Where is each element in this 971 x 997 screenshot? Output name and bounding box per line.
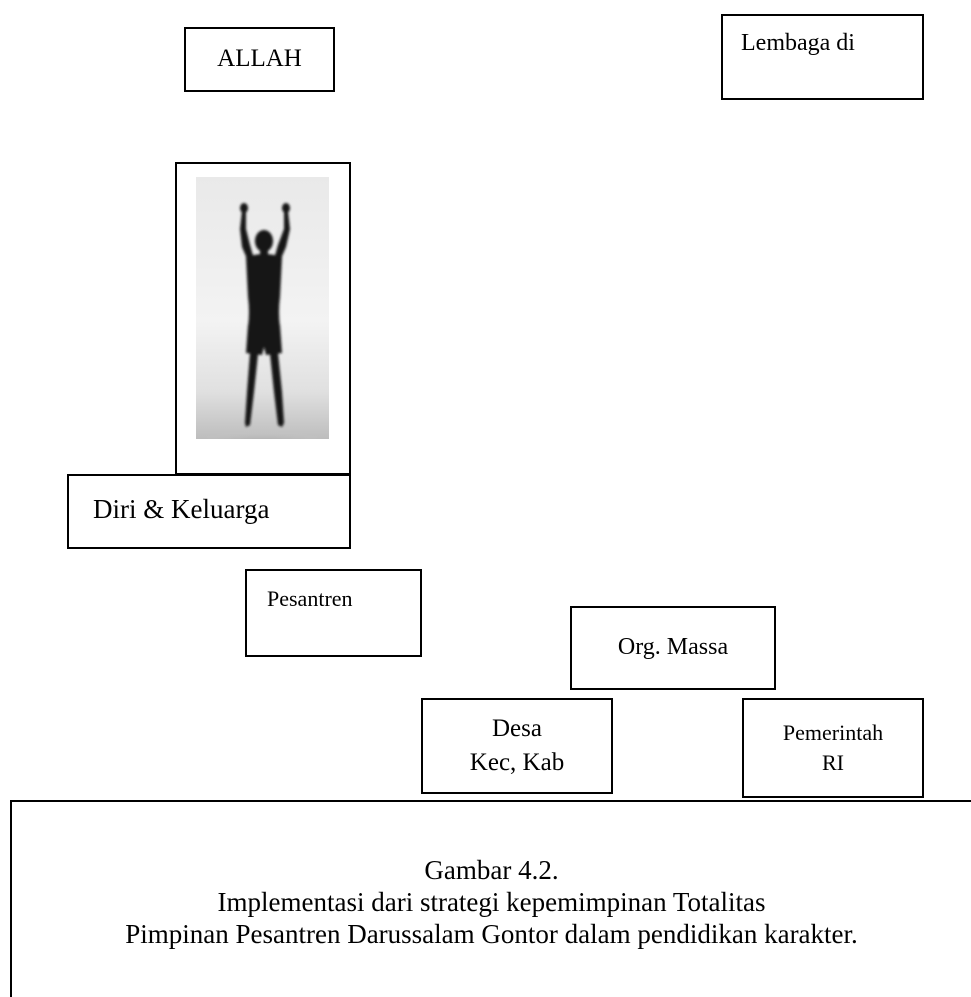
caption-title-line2: Pimpinan Pesantren Darussalam Gontor dal… [125, 919, 858, 949]
allah-label: ALLAH [217, 45, 302, 73]
desa-text: Desa Kec, Kab [423, 700, 611, 792]
desa-line2: Kec, Kab [469, 749, 565, 776]
silhouette-photo [196, 177, 329, 439]
pesantren-box: Pesantren [245, 569, 422, 657]
pemerintah-line1: Pemerintah [782, 720, 884, 746]
diri-keluarga-label: Diri & Keluarga [93, 494, 270, 524]
person-silhouette-icon [202, 203, 322, 439]
caption-title-line1: Implementasi dari strategi kepemimpinan … [217, 887, 766, 917]
org-massa-box: Org. Massa [570, 606, 776, 690]
pemerintah-text: Pemerintah RI [744, 700, 922, 796]
allah-box: ALLAH [184, 27, 335, 92]
figure-box [175, 162, 351, 475]
lembaga-label: Lembaga di [741, 30, 855, 56]
diri-keluarga-box: Diri & Keluarga [67, 474, 351, 549]
caption-frame: Gambar 4.2. Implementasi dari strategi k… [10, 800, 971, 997]
org-massa-label: Org. Massa [617, 634, 729, 661]
desa-line1: Desa [492, 715, 542, 743]
pesantren-label: Pesantren [267, 586, 353, 611]
desa-box: Desa Kec, Kab [421, 698, 613, 794]
caption-figure-number: Gambar 4.2. [424, 855, 559, 885]
pemerintah-line2: RI [822, 750, 844, 775]
pemerintah-box: Pemerintah RI [742, 698, 924, 798]
lembaga-box: Lembaga di [721, 14, 924, 100]
